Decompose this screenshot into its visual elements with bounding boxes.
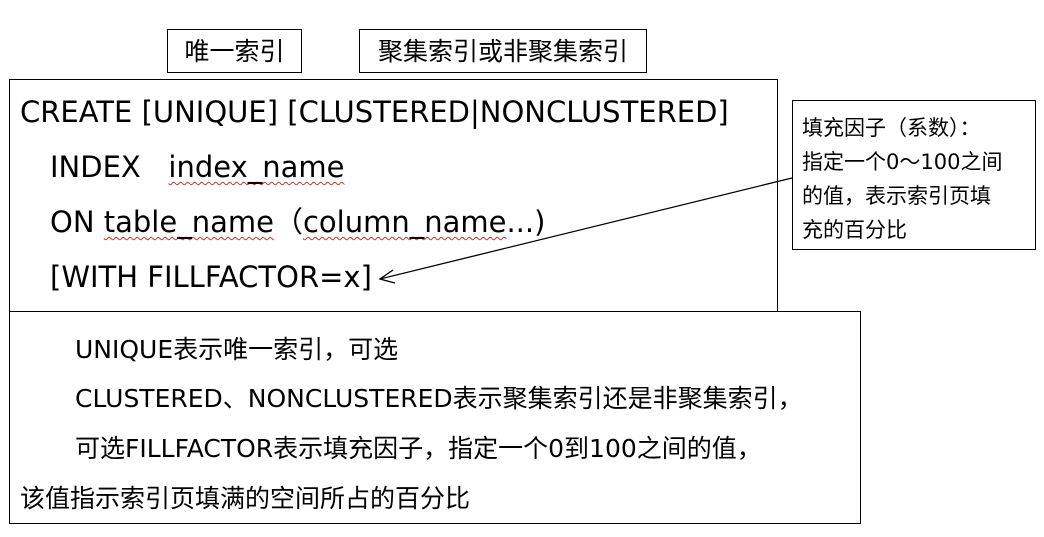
index-name-placeholder: index_name [168,150,345,184]
description-line-clustered: CLUSTERED、NONCLUSTERED表示聚集索引还是非聚集索引， [75,384,803,413]
index-keyword: INDEX [50,150,169,184]
unique-index-label: 唯一索引 [167,29,302,73]
clustered-index-label: 聚集索引或非聚集索引 [359,29,647,73]
code-line-on: ON table_name（column_name...) [50,204,545,240]
description-line-unique: UNIQUE表示唯一索引，可选 [75,335,399,364]
paren-open: （ [273,205,303,239]
note-line: 指定一个0～100之间 [802,150,1003,174]
note-line: 填充因子（系数）： [802,116,981,140]
code-line-fillfactor: [WITH FILLFACTOR=x] [50,260,372,294]
fillfactor-note-box: 填充因子（系数）： 指定一个0～100之间 的值，表示索引页填 充的百分比 [792,100,1036,250]
description-box: UNIQUE表示唯一索引，可选 CLUSTERED、NONCLUSTERED表示… [9,311,861,524]
paren-close: ...) [506,205,546,239]
code-line-index: INDEX index_name [50,149,345,185]
description-line-fillfactor: 可选FILLFACTOR表示填充因子，指定一个0到100之间的值， [75,434,762,463]
note-line: 的值，表示索引页填 [802,184,991,208]
code-line-create: CREATE [UNIQUE] [CLUSTERED|NONCLUSTERED] [20,95,729,129]
table-name-placeholder: table_name [103,205,274,239]
note-line: 充的百分比 [802,218,907,242]
description-line-percentage: 该值指示索引页填满的空间所占的百分比 [20,484,471,513]
sql-syntax-box: CREATE [UNIQUE] [CLUSTERED|NONCLUSTERED]… [9,79,778,312]
on-keyword: ON [50,205,104,239]
column-name-placeholder: column_name [302,205,507,239]
